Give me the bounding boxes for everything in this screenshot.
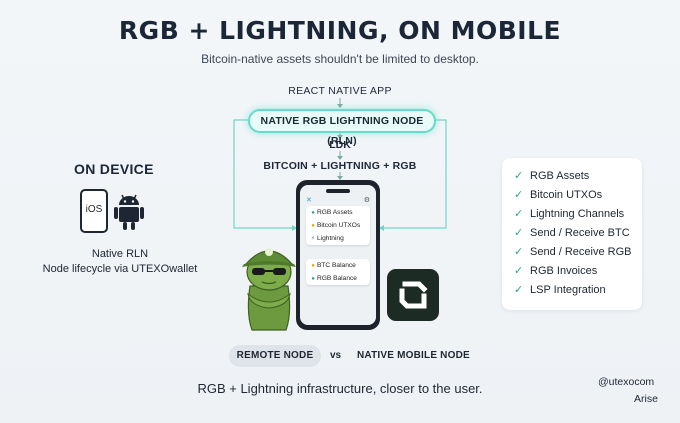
feature-item: ✓Bitcoin UTXOs [514, 189, 603, 201]
native-rln-text: Native RLN [91, 248, 149, 260]
phone-mockup: ✕ ⚙ ●RGB Assets ●Bitcoin UTXOs ⚡Lightnin… [296, 180, 380, 330]
balance-card: ●BTC Balance ●RGB Balance [306, 259, 370, 285]
app-logo-icon: ✕ [306, 197, 312, 204]
ios-phone-icon: iOS [80, 189, 108, 233]
check-icon: ✓ [514, 189, 524, 201]
feature-item: ✓LSP Integration [514, 284, 606, 296]
node-lifecycle-text: Node lifecycle via UTEXOwallet [42, 263, 198, 275]
assets-card: ●RGB Assets ●Bitcoin UTXOs ⚡Lightning [306, 206, 370, 245]
ldk-label: LDK [329, 139, 351, 151]
bitcoin-icon: ● [311, 263, 315, 269]
screen-row-btc-balance: ●BTC Balance [306, 259, 370, 272]
feature-checklist: ✓RGB Assets ✓Bitcoin UTXOs ✓Lightning Ch… [502, 158, 642, 310]
lightning-icon: ⚡ [310, 236, 316, 242]
android-icon [114, 194, 144, 230]
protocol-stack-label: BITCOIN + LIGHTNING + RGB [263, 160, 417, 172]
vs-label: vs [330, 350, 342, 361]
mascot-character-icon [242, 248, 296, 331]
rgb-icon: ● [311, 210, 315, 216]
feature-item: ✓RGB Invoices [514, 265, 598, 277]
page-title: RGB + LIGHTNING, ON MOBILE [118, 16, 562, 45]
check-icon: ✓ [514, 208, 524, 220]
screen-row-lightning: ⚡Lightning [306, 232, 370, 245]
native-mobile-node-label: NATIVE MOBILE NODE [357, 350, 470, 361]
page-subtitle: Bitcoin-native assets shouldn't be limit… [201, 52, 479, 66]
right-connector [380, 119, 447, 229]
check-icon: ✓ [514, 246, 524, 258]
settings-icon: ⚙ [363, 197, 370, 204]
social-handle: @utexocom [598, 376, 655, 388]
check-icon: ✓ [514, 284, 524, 296]
utexo-logo-icon [387, 269, 439, 321]
react-native-app-label: REACT NATIVE APP [288, 85, 392, 97]
feature-item: ✓RGB Assets [514, 170, 590, 182]
footer-tagline: RGB + Lightning infrastructure, closer t… [197, 381, 483, 396]
check-icon: ✓ [514, 227, 524, 239]
screen-row-rgb-balance: ●RGB Balance [306, 272, 370, 285]
check-icon: ✓ [514, 265, 524, 277]
rgb-icon: ● [311, 276, 315, 282]
remote-node-badge: REMOTE NODE [229, 345, 321, 367]
screen-row-rgb-assets: ●RGB Assets [306, 206, 370, 219]
feature-item: ✓Lightning Channels [514, 208, 625, 220]
feature-item: ✓Send / Receive BTC [514, 227, 630, 239]
rln-node-pill: NATIVE RGB LIGHTNING NODE (RLN) [248, 109, 436, 147]
screen-row-bitcoin-utxos: ●Bitcoin UTXOs [306, 219, 370, 232]
on-device-title: ON DEVICE [74, 161, 154, 177]
feature-item: ✓Send / Receive RGB [514, 246, 632, 258]
left-connector [233, 119, 296, 229]
bitcoin-icon: ● [311, 223, 315, 229]
phone-screen: ✕ ⚙ ●RGB Assets ●Bitcoin UTXOs ⚡Lightnin… [300, 185, 376, 325]
phone-notch [326, 189, 350, 193]
check-icon: ✓ [514, 170, 524, 182]
ios-label: iOS [85, 204, 103, 215]
brand-name: Arise [634, 393, 658, 405]
